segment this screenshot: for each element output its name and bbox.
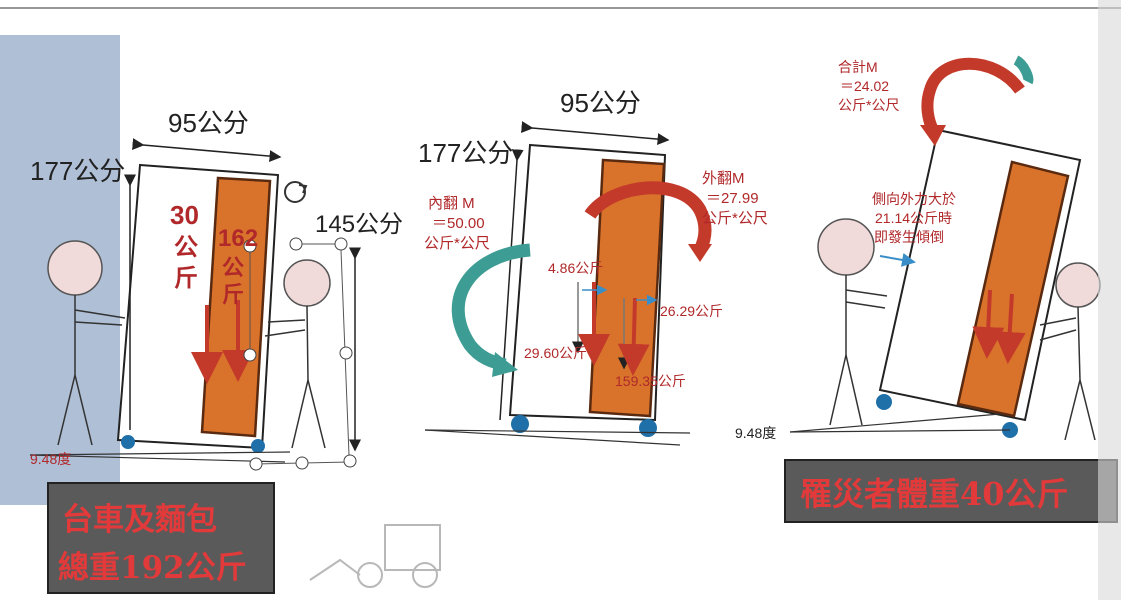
panel-middle: 95公分 177公分 內翻 M ＝50.00 公斤*公尺 外翻M ＝27.99 … bbox=[418, 88, 768, 446]
force-arrow bbox=[972, 289, 1005, 359]
total-weight-caption: 台車及麵包 總重192公斤 bbox=[47, 482, 275, 594]
lateral-force-note: 21.14公斤時 bbox=[875, 210, 952, 226]
moment-arrow bbox=[451, 243, 531, 372]
cart-wheel bbox=[251, 439, 265, 453]
outer-moment-label: 外翻M bbox=[702, 170, 745, 187]
forklift-sketch bbox=[309, 524, 441, 588]
caption-line: 台車及麵包 bbox=[62, 502, 217, 538]
ground-line bbox=[789, 429, 1011, 433]
force-left-label: 29.60公斤 bbox=[524, 345, 587, 361]
ground-line bbox=[424, 429, 681, 446]
panel-left: 95公分 177公分 30 公 斤 162 公 斤 145公分 9.48度 台車… bbox=[0, 35, 441, 594]
moment-arrow bbox=[1013, 55, 1034, 85]
inner-moment-label: 內翻 M bbox=[428, 195, 475, 212]
total-moment-label: 合計M bbox=[838, 59, 878, 75]
weight-unit: 公 bbox=[174, 234, 198, 261]
stick-figure bbox=[264, 259, 331, 449]
angle-label: 9.48度 bbox=[735, 425, 776, 441]
page-edge-shadow bbox=[1098, 0, 1121, 600]
outer-moment-unit: 公斤*公尺 bbox=[702, 210, 768, 227]
cart-wheel bbox=[876, 394, 892, 410]
cart-wheel bbox=[121, 435, 135, 449]
lateral-force-arrow bbox=[879, 253, 916, 267]
width-label: 95公分 bbox=[168, 108, 249, 138]
outer-moment-value: ＝27.99 bbox=[706, 190, 759, 207]
caption-line: 總重192公斤 bbox=[58, 550, 247, 586]
distance-right-label: 26.29公斤 bbox=[660, 303, 723, 319]
cart-wheel bbox=[511, 415, 529, 433]
measure-node bbox=[334, 237, 348, 251]
distance-left-label: 4.86公斤 bbox=[548, 260, 603, 276]
height-label: 177公分 bbox=[418, 138, 513, 168]
lateral-force-note: 側向外力大於 bbox=[872, 191, 956, 207]
moment-arrow bbox=[921, 57, 1025, 133]
width-dimension bbox=[521, 121, 670, 146]
total-moment-value: ＝24.02 bbox=[840, 78, 889, 94]
bread-weight-number: 162 bbox=[218, 225, 258, 252]
moment-arrow bbox=[688, 244, 712, 262]
stick-figure bbox=[47, 240, 126, 446]
rotate-clockwise-icon bbox=[284, 181, 308, 203]
inner-moment-value: ＝50.00 bbox=[432, 215, 485, 232]
ground-line bbox=[29, 451, 291, 456]
moment-arrow bbox=[584, 181, 712, 253]
inner-moment-unit: 公斤*公尺 bbox=[424, 235, 490, 252]
force-arrow bbox=[993, 293, 1026, 364]
ground-line bbox=[789, 413, 1001, 433]
measure-node bbox=[243, 348, 257, 362]
ground-line bbox=[29, 454, 286, 463]
moment-arrow bbox=[492, 352, 518, 377]
lateral-force-note: 即發生傾倒 bbox=[874, 229, 944, 245]
height-dimension bbox=[499, 149, 524, 421]
width-label: 95公分 bbox=[560, 88, 641, 118]
ground-line bbox=[424, 429, 691, 434]
measure-node bbox=[339, 346, 353, 360]
moment-arrow bbox=[920, 125, 946, 146]
angle-label: 9.48度 bbox=[30, 451, 71, 467]
measure-node bbox=[295, 456, 309, 470]
stick-figure bbox=[817, 218, 888, 426]
victim-weight-caption: 罹災者體重40公斤 bbox=[784, 459, 1118, 523]
caption-line: 罹災者體重40公斤 bbox=[800, 475, 1069, 513]
cart-wheel bbox=[639, 419, 657, 437]
force-right-label: 159.35公斤 bbox=[615, 373, 686, 389]
bread-weight-unit: 公 bbox=[222, 255, 244, 280]
stick-figure bbox=[1039, 262, 1101, 441]
height-label: 177公分 bbox=[30, 156, 125, 186]
weight-unit: 斤 bbox=[174, 265, 198, 292]
weight-number: 30 bbox=[170, 200, 199, 230]
measure-node bbox=[343, 454, 357, 468]
measure-node bbox=[249, 457, 263, 471]
force-arrow bbox=[617, 297, 650, 376]
panel-right: 合計M ＝24.02 公斤*公尺 側向外力大於 21.14公斤時 即發生傾倒 9… bbox=[735, 55, 1118, 523]
measure-node bbox=[243, 239, 257, 253]
total-moment-unit: 公斤*公尺 bbox=[838, 97, 899, 113]
bread-weight-unit: 斤 bbox=[222, 282, 244, 307]
measure-node bbox=[289, 237, 303, 251]
side-height-label: 145公分 bbox=[315, 211, 403, 238]
width-dimension bbox=[132, 138, 282, 163]
